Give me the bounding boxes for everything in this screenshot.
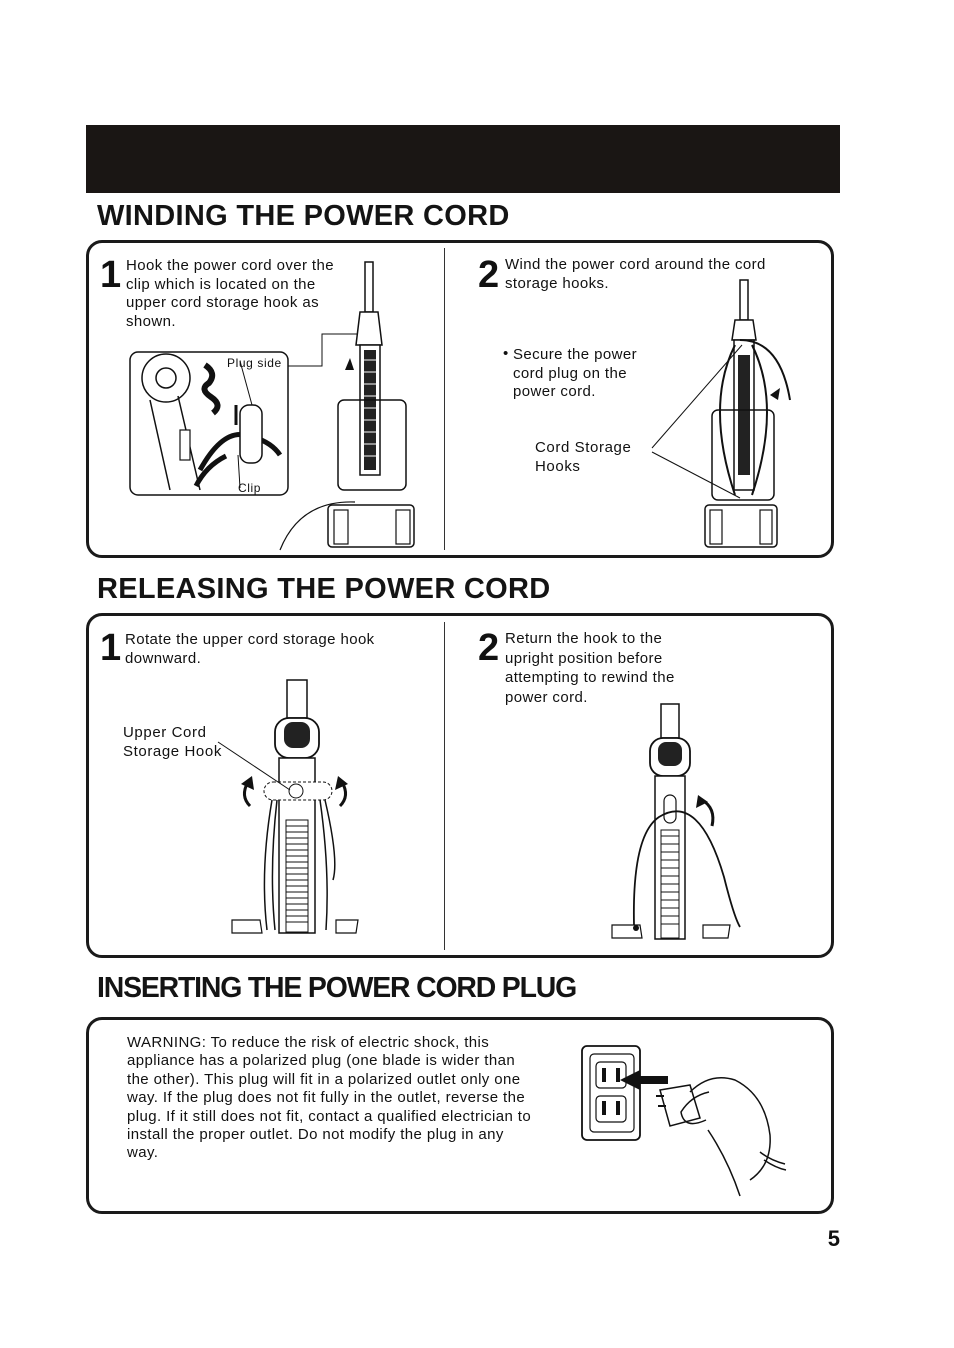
cord-storage-hooks-label: Cord Storage Hooks	[535, 439, 632, 475]
releasing-heading: RELEASING THE POWER CORD	[97, 573, 551, 605]
winding-step1-text: Hook the power cord over the clip which …	[126, 257, 334, 330]
winding-step2-text: Wind the power cord around the cord stor…	[505, 256, 766, 292]
clip-label: Clip	[238, 481, 262, 495]
releasing-step2-number: 2	[478, 627, 500, 669]
upper-cord-storage-hook-label: Upper Cord Storage Hook	[123, 724, 222, 760]
releasing-divider	[444, 622, 445, 950]
inserting-heading: INSERTING THE POWER CORD PLUG	[97, 972, 577, 1004]
header-bar	[86, 125, 840, 193]
winding-step2-bullet-dot: •	[503, 345, 509, 362]
winding-panel	[86, 240, 834, 558]
releasing-panel	[86, 613, 834, 958]
plug-side-label: Plug side	[227, 356, 282, 370]
releasing-step2-text: Return the hook to the upright position …	[505, 630, 675, 706]
warning-text: WARNING: To reduce the risk of electric …	[127, 1034, 532, 1162]
winding-step2-bullet: Secure the power cord plug on the power …	[513, 346, 637, 400]
inserting-panel	[86, 1017, 834, 1214]
winding-divider	[444, 248, 445, 550]
winding-heading: WINDING THE POWER CORD	[97, 200, 510, 232]
page-number: 5	[827, 1226, 840, 1251]
releasing-step1-number: 1	[100, 627, 122, 669]
winding-step2-number: 2	[478, 254, 500, 296]
winding-step1-number: 1	[100, 254, 122, 296]
releasing-step1-text: Rotate the upper cord storage hook downw…	[125, 631, 375, 667]
